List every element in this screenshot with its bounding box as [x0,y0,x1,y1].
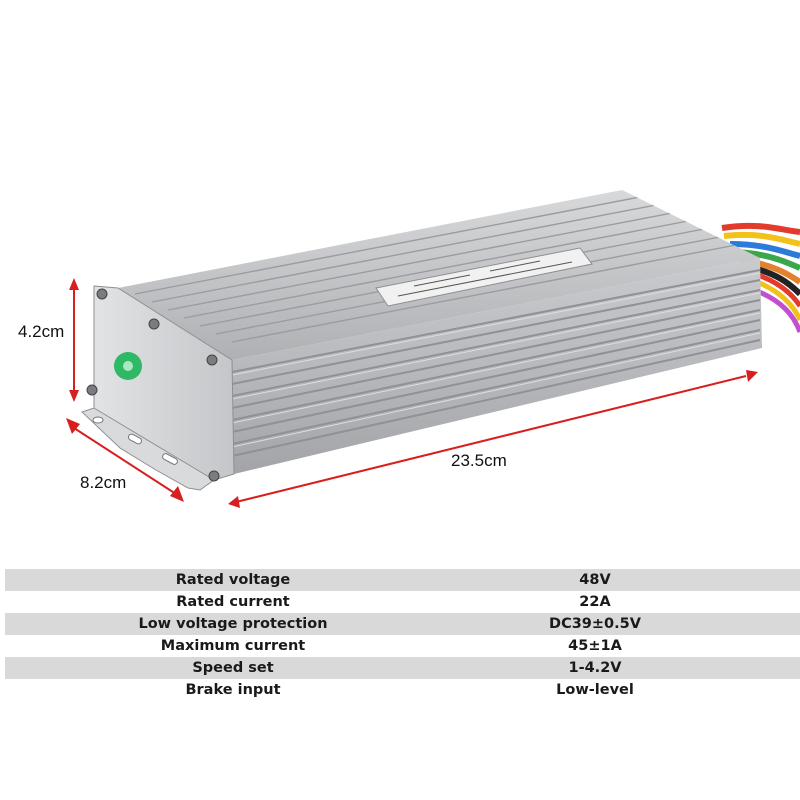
spec-table: Rated voltage 48V Rated current 22A Low … [5,569,800,701]
spec-label: Brake input [185,682,281,698]
spec-row-rated-current: Rated current 22A [5,591,800,613]
spec-row-brake-input: Brake input Low-level [5,679,800,701]
spec-value: 48V [579,572,611,588]
top-fins [134,196,737,343]
spec-value: 22A [579,594,611,610]
spec-value: DC39±0.5V [549,616,641,632]
spec-row-speed-set: Speed set 1-4.2V [5,657,800,679]
spec-label: Low voltage protection [138,616,328,632]
spec-label: Speed set [192,660,274,676]
spec-label: Rated current [176,594,290,610]
spec-value: 45±1A [568,638,622,654]
height-dimension-label: 4.2cm [18,322,65,341]
spec-value: 1-4.2V [568,660,622,676]
spec-row-rated-voltage: Rated voltage 48V [5,569,800,591]
box-top-face [118,190,760,360]
length-dimension-label: 23.5cm [451,451,507,470]
screw-icons [86,288,220,482]
dimension-arrows [66,278,758,508]
spec-value: Low-level [556,682,634,698]
side-fins [232,269,761,457]
nameplate-sticker [375,247,593,307]
spec-row-maximum-current: Maximum current 45±1A [5,635,800,657]
controller-product-image [66,190,800,508]
nameplate-print [397,260,573,297]
box-side-face [232,258,762,474]
spec-label: Rated voltage [175,572,291,588]
depth-dimension-label: 8.2cm [80,473,127,492]
mounting-bracket [81,407,215,491]
spec-label: Maximum current [160,638,306,654]
spec-row-low-voltage-protection: Low voltage protection DC39±0.5V [5,613,800,635]
